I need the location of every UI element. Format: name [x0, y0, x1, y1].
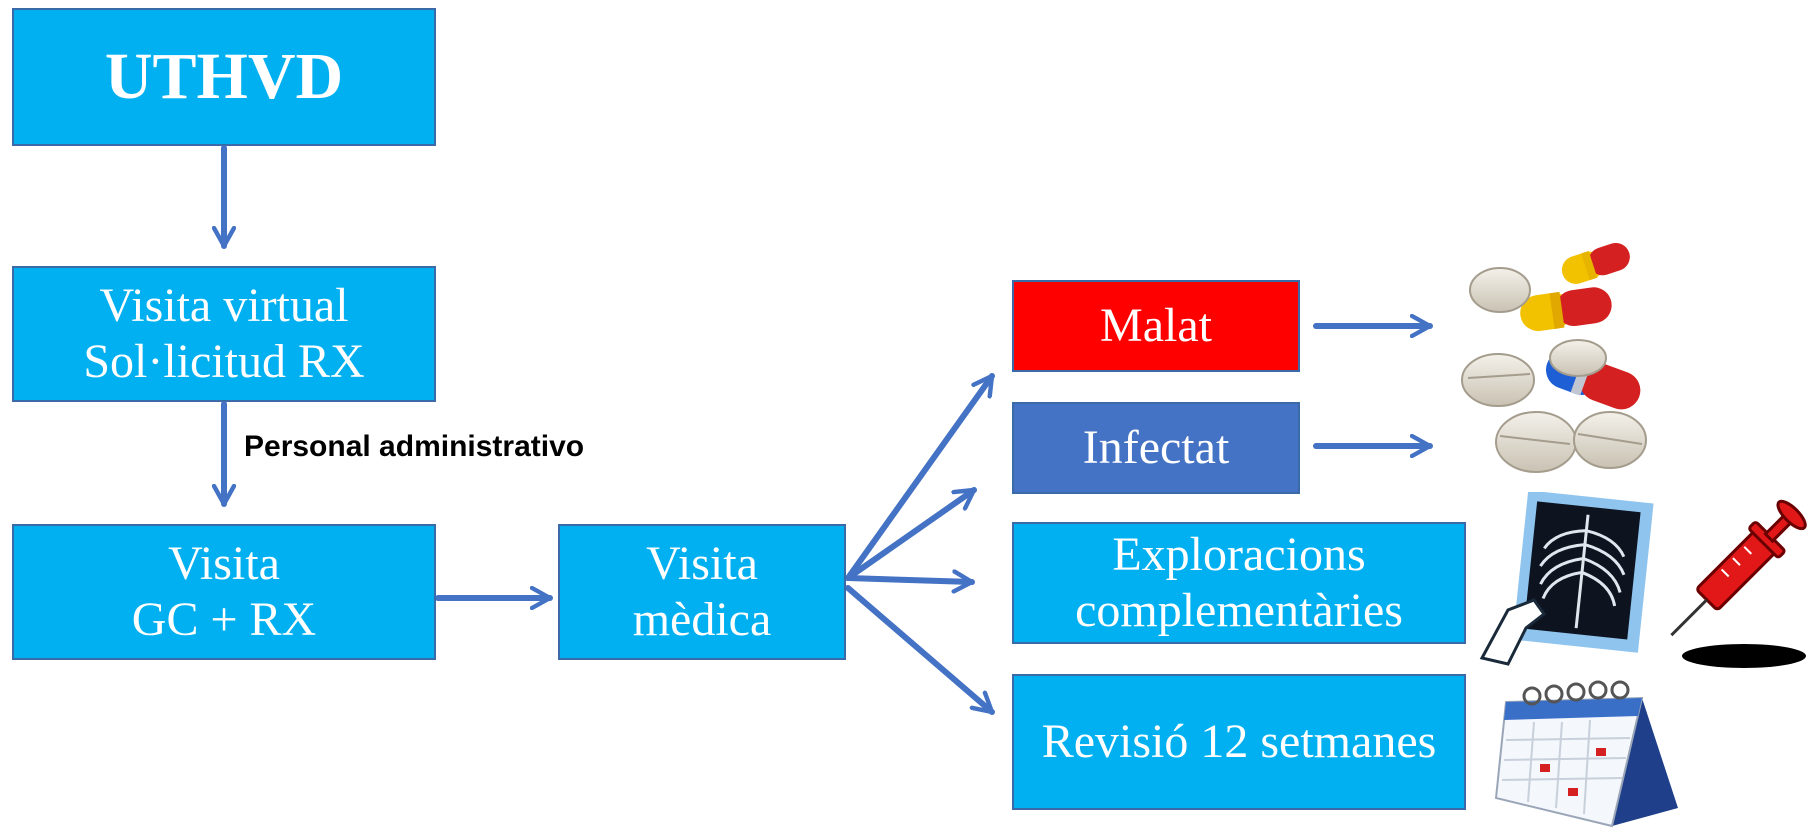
infectat-label: Infectat [1082, 421, 1230, 474]
visita-virtual-line-1: Visita virtual [99, 279, 349, 332]
visita-medica-line-1: Visita [646, 537, 758, 590]
visita-virtual-box: Visita virtual Sol·licitud RX [12, 266, 436, 402]
arrow-medica-to-malat [845, 373, 995, 581]
pills-icon [1460, 230, 1682, 485]
malat-label: Malat [1100, 299, 1212, 352]
visita-medica-box: Visita mèdica [558, 524, 846, 660]
xray-icon [1478, 490, 1658, 675]
uthvd-box: UTHVD [12, 8, 436, 146]
visita-medica-line-2: mèdica [632, 593, 772, 646]
infectat-box: Infectat [1012, 402, 1300, 494]
personal-administrativo-label: Personal administrativo [244, 430, 585, 463]
arrow-medica-to-infectat [845, 487, 977, 581]
revisio-label: Revisió 12 setmanes [1041, 715, 1437, 768]
revisio-box: Revisió 12 setmanes [1012, 674, 1466, 810]
exploracions-box: Exploracions complementàries [1012, 522, 1466, 644]
calendar-icon [1492, 676, 1682, 833]
exploracions-line-1: Exploracions [1112, 528, 1366, 581]
exploracions-line-2: complementàries [1075, 584, 1403, 637]
arrow-medica-to-explo [845, 578, 975, 582]
arrow-medica-to-revisio [845, 585, 995, 715]
visita-gc-box: Visita GC + RX [12, 524, 436, 660]
visita-gc-line-2: GC + RX [131, 593, 317, 646]
visita-gc-line-1: Visita [168, 537, 280, 590]
malat-box: Malat [1012, 280, 1300, 372]
syringe-icon [1660, 488, 1820, 679]
visita-virtual-line-2: Sol·licitud RX [83, 335, 365, 388]
uthvd-label: UTHVD [104, 40, 344, 113]
